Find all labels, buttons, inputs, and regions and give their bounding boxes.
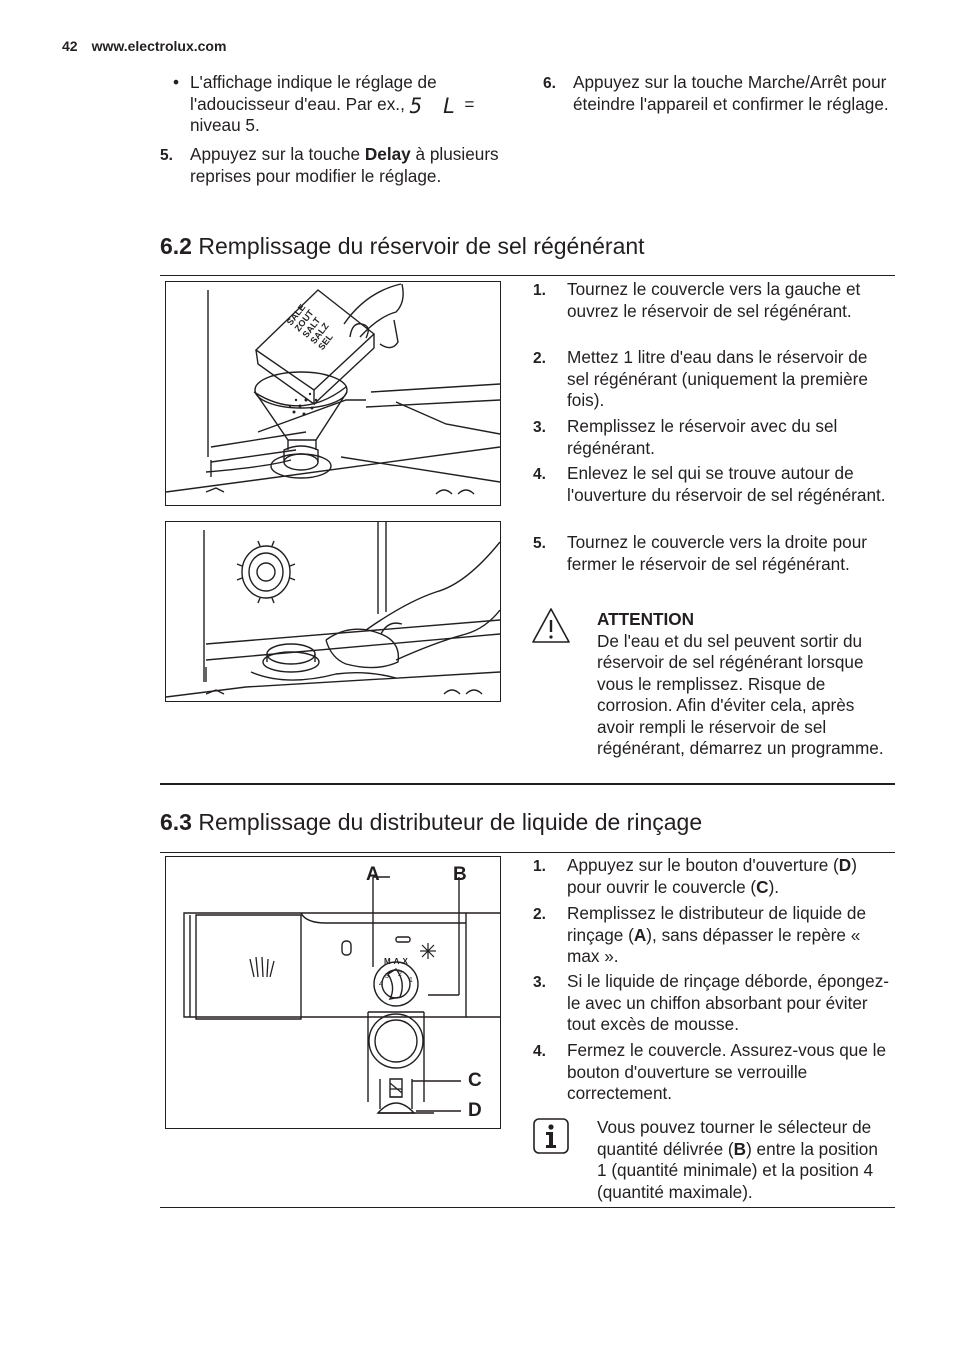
step-text: Remplissez le distributeur de liquide de…: [567, 903, 867, 945]
ref-b: B: [733, 1138, 747, 1159]
step-text: Fermez le couvercle. Assurez-vous que le…: [567, 1040, 887, 1103]
callout-c: C: [468, 1070, 482, 1091]
section-end-rule: [160, 783, 895, 785]
step-text: ) pour ouvrir le couvercle (: [567, 855, 857, 897]
step-text: Si le liquide de rinçage déborde, éponge…: [567, 971, 890, 1034]
step-number: 5.: [160, 147, 173, 164]
salt-filling-illustration: SALE ZOUT SALT SALZ SEL: [165, 281, 501, 506]
intro-step-6: 6. Appuyez sur la touche Marche/Arrêt po…: [543, 72, 895, 115]
step-text: ).: [768, 876, 780, 897]
section-number: 6.3: [160, 809, 192, 835]
section-title: Remplissage du réservoir de sel régénéra…: [198, 233, 645, 259]
salt-cleaning-illustration: [165, 521, 501, 702]
step-number: 4.: [533, 466, 546, 483]
callout-b: B: [453, 864, 467, 885]
dial-number: 1: [409, 977, 413, 984]
step-text: Tournez le couvercle vers la gauche et o…: [567, 279, 861, 321]
section-6-3-heading: 6.3 Remplissage du distributeur de liqui…: [160, 808, 702, 836]
step-text-wrapper: Remplissez le distributeur de liquide de…: [567, 903, 889, 968]
ref-a: A: [633, 924, 647, 945]
dial-number: 2: [398, 971, 402, 978]
info-text: ) entre la position 1 (quantité minimale…: [597, 1138, 878, 1202]
dispenser-drawing: MAX 4 3 2 1: [183, 876, 500, 1114]
dial-max-marking: MAX: [384, 957, 411, 966]
step-text: Remplissez le réservoir avec du sel régé…: [567, 416, 838, 458]
ref-d: D: [838, 855, 852, 875]
section-rule: [160, 275, 895, 276]
step-number: 4.: [533, 1043, 546, 1060]
delay-key-label: Delay: [364, 144, 411, 164]
dial-number: 3: [385, 973, 389, 980]
ref-c: C: [756, 876, 769, 897]
info-icon: [533, 1118, 569, 1159]
section-6-2-heading: 6.2 Remplissage du réservoir de sel régé…: [160, 232, 645, 260]
attention-text: De l'eau et du sel peuvent sortir du rés…: [597, 630, 884, 759]
rinse-aid-dispenser-illustration: MAX 4 3 2 1 A B C D: [165, 856, 501, 1129]
bullet-dot: •: [173, 72, 180, 92]
dial-number: 4: [379, 981, 383, 988]
intro-step-5: 5. Appuyez sur la touche Delay à plusieu…: [160, 144, 510, 187]
info-text: Vous pouvez tourner le sélecteur de quan…: [597, 1117, 872, 1159]
display-code: 5 L: [409, 93, 460, 118]
bullet-text-after: = niveau 5.: [190, 93, 475, 136]
step-text: ), sans dépasser le repère « max ».: [567, 924, 861, 967]
info-note: Vous pouvez tourner le sélecteur de quan…: [597, 1117, 889, 1203]
intro-bullet: • L'affichage indique le réglage de l'ad…: [173, 72, 508, 137]
callout-d: D: [468, 1100, 482, 1121]
website-url: www.electrolux.com: [91, 38, 227, 54]
step-text: Appuyez sur la touche: [190, 144, 361, 164]
bullet-text-before: L'affichage indique le réglage de l'adou…: [190, 72, 437, 114]
step-number: 3.: [533, 419, 546, 436]
section-rule: [160, 852, 895, 853]
step-number: 3.: [533, 974, 546, 991]
step-text: Mettez 1 litre d'eau dans le réservoir d…: [567, 347, 868, 410]
step-text: Enlevez le sel qui se trouve autour de l…: [567, 463, 886, 505]
step-text-continued: à plusieurs reprises pour modifier le ré…: [190, 144, 499, 186]
salt-funnel-drawing: SALE ZOUT SALT SALZ SEL: [166, 283, 500, 495]
attention-block: ATTENTION De l'eau et du sel peuvent sor…: [597, 609, 889, 760]
salt-cleanup-drawing: [166, 522, 500, 698]
attention-title: ATTENTION: [597, 609, 695, 629]
step-number: 2.: [533, 906, 546, 923]
step-number: 1.: [533, 282, 546, 299]
page-header: 42 www.electrolux.com: [62, 38, 226, 54]
warning-icon: [531, 607, 571, 650]
step-text: Appuyez sur la touche Marche/Arrêt pour …: [573, 72, 889, 114]
section-end-rule: [160, 1207, 895, 1208]
page-number: 42: [62, 38, 78, 54]
step-text: Tournez le couvercle vers la droite pour…: [567, 532, 867, 574]
step-number: 5.: [533, 535, 546, 552]
step-number: 1.: [533, 858, 546, 875]
step-text-wrapper: Appuyez sur le bouton d'ouverture (D) po…: [567, 855, 889, 898]
step-text: Appuyez sur le bouton d'ouverture (: [567, 855, 839, 875]
step-number: 6.: [543, 75, 556, 92]
section-number: 6.2: [160, 233, 192, 259]
section-title: Remplissage du distributeur de liquide d…: [198, 809, 703, 835]
step-number: 2.: [533, 350, 546, 367]
callout-a: A: [366, 864, 380, 885]
